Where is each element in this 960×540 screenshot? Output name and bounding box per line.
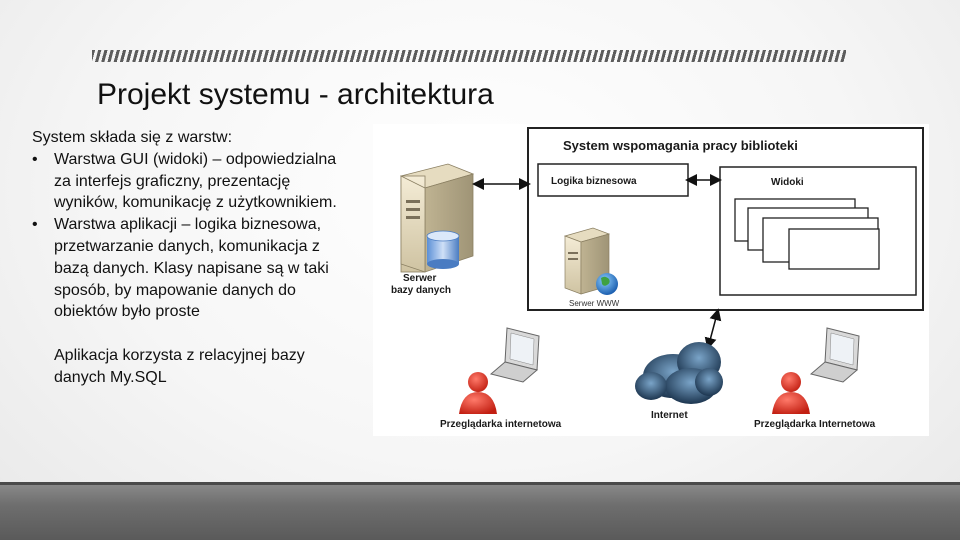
www-server-label: Serwer WWW bbox=[569, 299, 620, 308]
browser-right-label: Przeglądarka Internetowa bbox=[754, 419, 876, 430]
business-logic-label: Logika biznesowa bbox=[551, 176, 637, 187]
system-internet-arrow bbox=[704, 308, 722, 350]
footer-bar bbox=[0, 482, 960, 540]
db-server-label-1: Serwer bbox=[403, 273, 436, 284]
decorative-stripe bbox=[92, 50, 846, 62]
page-title: Projekt systemu - architektura bbox=[97, 78, 494, 111]
cloud-icon bbox=[635, 342, 723, 404]
view-page bbox=[788, 228, 880, 270]
database-server-icon bbox=[399, 163, 475, 273]
user-icon bbox=[459, 372, 497, 414]
bullet-list: • Warstwa GUI (widoki) – odpowiedzialna … bbox=[32, 149, 352, 323]
bullet-marker: • bbox=[32, 216, 38, 234]
bullet-text: Warstwa aplikacji – logika biznesowa, pr… bbox=[54, 216, 329, 321]
laptop-icon bbox=[809, 327, 860, 383]
browser-left-label: Przeglądarka internetowa bbox=[440, 419, 562, 430]
db-server-label-2: bazy danych bbox=[391, 285, 451, 296]
intro-text: System składa się z warstw: bbox=[32, 129, 233, 146]
business-logic-box bbox=[537, 163, 689, 197]
bullet-text: Warstwa GUI (widoki) – odpowiedzialna za… bbox=[54, 150, 337, 212]
database-note: Aplikacja korzysta z relacyjnej bazy dan… bbox=[54, 347, 305, 386]
database-cylinder-icon bbox=[426, 230, 460, 269]
user-icon bbox=[772, 372, 810, 414]
views-label: Widoki bbox=[771, 177, 804, 188]
globe-land bbox=[601, 276, 610, 286]
architecture-diagram: System wspomagania pracy biblioteki Logi… bbox=[373, 124, 929, 436]
internet-label: Internet bbox=[651, 410, 688, 421]
bullet-gui: • Warstwa GUI (widoki) – odpowiedzialna … bbox=[32, 149, 352, 214]
system-title: System wspomagania pracy biblioteki bbox=[563, 138, 798, 153]
laptop-icon bbox=[489, 327, 540, 383]
bullet-application: • Warstwa aplikacji – logika biznesowa, … bbox=[32, 214, 352, 323]
slide-body: System składa się z warstw: • Warstwa GU… bbox=[32, 127, 352, 389]
bullet-marker: • bbox=[32, 150, 38, 168]
